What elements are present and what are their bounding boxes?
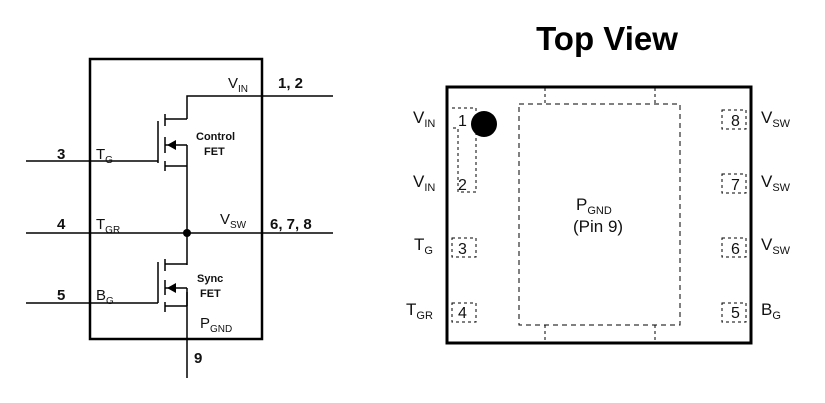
vin-pad-outline (452, 107, 477, 193)
right-pin-name-6: VSW (761, 235, 791, 257)
sync-fet-label-1: Sync (197, 273, 223, 285)
vsw-pins: 6, 7, 8 (270, 216, 312, 233)
pin8-pad (721, 109, 747, 130)
right-pin-name-7: VSW (761, 172, 791, 194)
exposed-pad (518, 103, 681, 326)
pin6-pad (721, 237, 747, 258)
pgnd-center-pin: (Pin 9) (573, 217, 623, 236)
junction-dot (183, 229, 191, 237)
tgr-label: TGR (96, 216, 120, 236)
pad-tabs (544, 88, 656, 342)
right-pin-num-6: 6 (731, 241, 740, 258)
package-body (445, 85, 753, 345)
control-fet-arrow (167, 140, 176, 150)
vin-pins: 1, 2 (278, 75, 303, 92)
vsw-label: VSW (220, 211, 247, 231)
tg-pin: 3 (57, 146, 65, 163)
left-pin-num-2: 2 (458, 177, 467, 194)
schematic: VIN 1, 2 Control FET 3 TG 4 TGR VSW 6, 7… (26, 57, 333, 378)
sync-fet-label-2: FET (200, 288, 221, 300)
pgnd-pin: 9 (194, 350, 202, 367)
left-pin-name-2: VIN (413, 172, 435, 194)
left-pin-num-3: 3 (458, 241, 467, 258)
right-pin-num-8: 8 (731, 113, 740, 130)
vin-label: VIN (228, 75, 248, 95)
bg-pin: 5 (57, 287, 65, 304)
pin7-pad (721, 173, 747, 194)
left-pin-num-1: 1 (458, 113, 467, 130)
top-view-title: Top View (536, 20, 678, 57)
control-fet-label-2: FET (204, 146, 225, 158)
control-fet-label-1: Control (196, 131, 235, 143)
tgr-pin: 4 (57, 216, 66, 233)
pin5-pad (721, 302, 747, 323)
pin3-pad (451, 237, 477, 258)
right-pin-name-8: VSW (761, 108, 791, 130)
tg-label: TG (96, 146, 113, 166)
package-top-view: Top View 1 2 3 4 VIN VIN TG TGR (406, 20, 791, 345)
pgnd-center-label: PGND (576, 195, 612, 217)
right-pin-name-5: BG (761, 300, 781, 322)
pgnd-label: PGND (200, 315, 232, 335)
left-pin-name-3: TG (414, 235, 433, 257)
left-pin-name-1: VIN (413, 108, 435, 130)
right-pin-num-5: 5 (731, 305, 740, 322)
vin-wire (186, 95, 333, 119)
sync-fet-arrow (167, 283, 176, 293)
pin1-marker-dot (471, 111, 497, 137)
sync-fet-symbol (26, 259, 188, 312)
left-pin-name-4: TGR (406, 300, 433, 322)
package-outline (88, 57, 264, 341)
bg-label: BG (96, 287, 114, 307)
right-pin-num-7: 7 (731, 177, 740, 194)
left-pin-num-4: 4 (458, 305, 467, 322)
pin4-pad (451, 302, 477, 323)
